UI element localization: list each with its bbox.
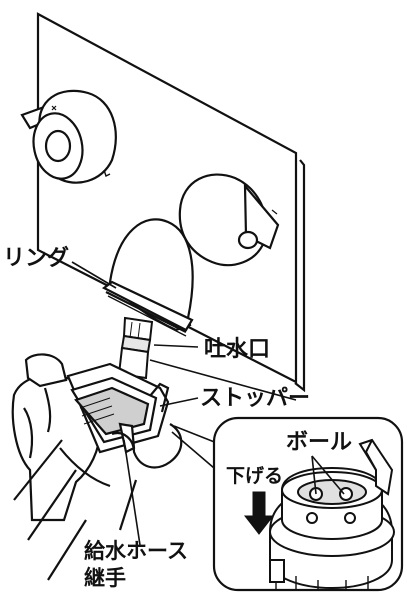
spout-cone <box>101 218 194 337</box>
right-handle-knob <box>178 173 280 267</box>
stopper-label: ストッパー <box>200 386 310 411</box>
spout-label: 吐水口 <box>204 337 270 362</box>
wall-panel <box>36 12 306 393</box>
connector-detail <box>269 438 395 590</box>
lower-arrow-icon <box>243 491 275 535</box>
guide-line <box>149 359 297 401</box>
leader-lines <box>71 261 345 546</box>
hose-joint-label-line2: 継手 <box>84 566 126 590</box>
hand-with-hose-joint <box>11 353 183 581</box>
left-handle-knob <box>20 89 117 184</box>
ball-label: ボール <box>286 430 352 455</box>
lower-label: 下げる <box>226 465 283 487</box>
hose-joint-label-line1: 給水ホース <box>84 539 188 563</box>
spout-fitting <box>117 316 154 380</box>
ring-label: リング <box>3 245 69 271</box>
